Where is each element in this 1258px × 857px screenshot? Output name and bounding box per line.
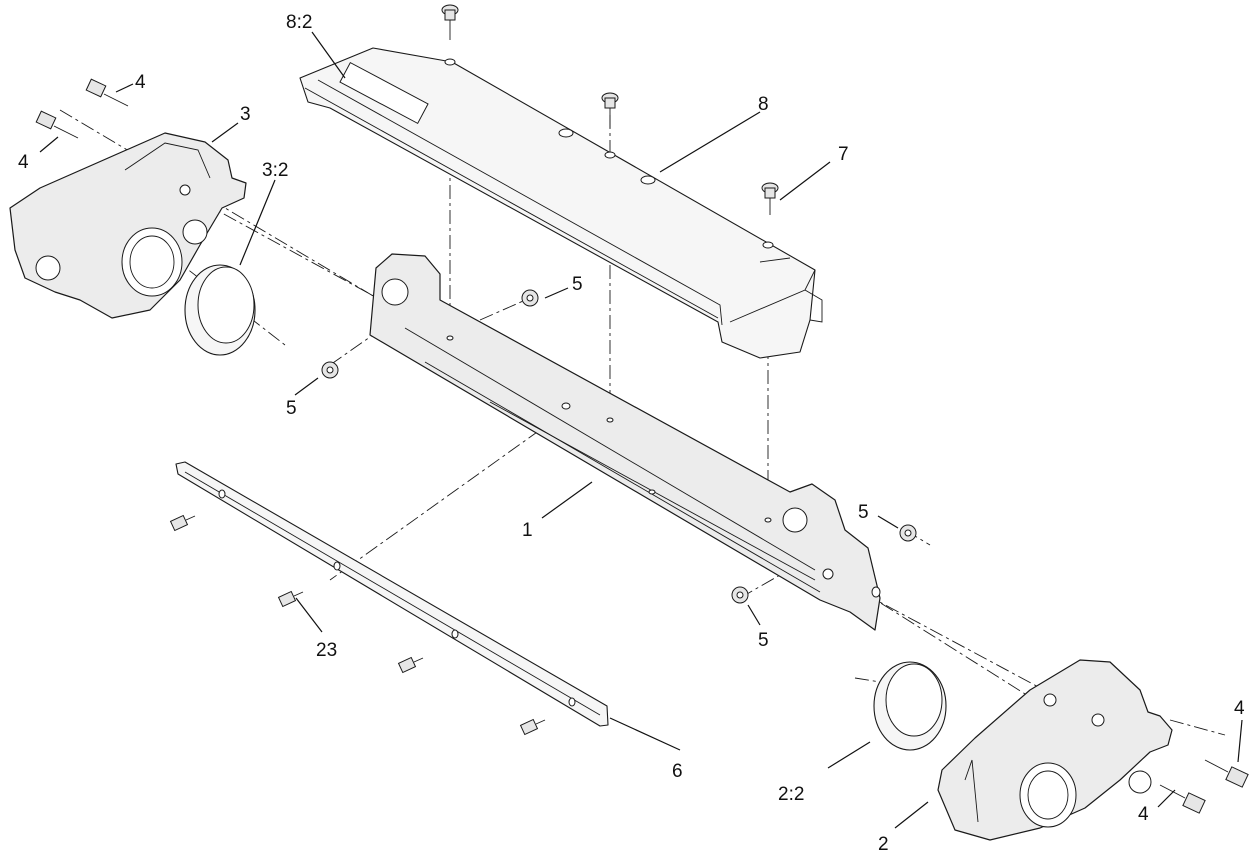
main-frame — [369, 253, 881, 631]
nut-frame-right — [899, 524, 917, 542]
screw-cover-2 — [601, 92, 619, 128]
bolt-right-lower — [1159, 784, 1206, 814]
callout-4-left-upper: 4 — [135, 72, 146, 93]
nut-frame-top — [521, 289, 539, 307]
nut-frame-bottom — [731, 586, 749, 604]
callout-5-top: 5 — [572, 274, 583, 295]
fasteners — [35, 4, 1249, 814]
callout-4-right-upper: 4 — [1234, 698, 1245, 719]
callout-3-2: 3:2 — [262, 160, 288, 181]
callout-5-left: 5 — [286, 398, 297, 419]
callout-8-2: 8:2 — [286, 12, 312, 33]
callout-2: 2 — [878, 834, 889, 855]
bolt-strip-4 — [519, 718, 546, 736]
callout-3: 3 — [240, 104, 251, 125]
callout-6: 6 — [672, 761, 683, 782]
bolt-right-upper — [1204, 759, 1249, 788]
bolt-left-upper — [85, 78, 129, 107]
bolt-strip-2 — [277, 590, 304, 608]
callout-labels: 1 2 2:2 3 3:2 4 4 4 4 5 5 5 5 6 7 8 8:2 … — [18, 12, 1245, 855]
callout-2-2: 2:2 — [778, 784, 804, 805]
screw-cover-1 — [441, 4, 459, 40]
bolt-strip-1 — [169, 514, 196, 532]
left-bearing-housing — [9, 132, 247, 319]
callout-5-right: 5 — [858, 502, 869, 523]
callout-23: 23 — [316, 640, 337, 661]
callout-7: 7 — [838, 144, 849, 165]
cover-shield — [299, 47, 823, 359]
callout-8: 8 — [758, 94, 769, 115]
callout-4-right-lower: 4 — [1138, 804, 1149, 825]
nut-frame-left — [321, 361, 339, 379]
bolt-strip-3 — [397, 656, 424, 674]
right-bearing-ring — [873, 661, 947, 751]
decal-label — [339, 61, 429, 125]
callout-4-left-lower: 4 — [18, 152, 29, 173]
callout-1: 1 — [522, 520, 533, 541]
alignment-lines — [59, 60, 1226, 761]
left-bearing-ring — [184, 264, 256, 356]
scraper-strip — [175, 461, 609, 727]
bolt-left-lower — [35, 110, 79, 139]
right-bearing-housing — [937, 659, 1173, 841]
callout-5-bottom: 5 — [758, 630, 769, 651]
screw-cover-3 — [761, 182, 779, 215]
leader-lines — [39, 31, 1243, 829]
